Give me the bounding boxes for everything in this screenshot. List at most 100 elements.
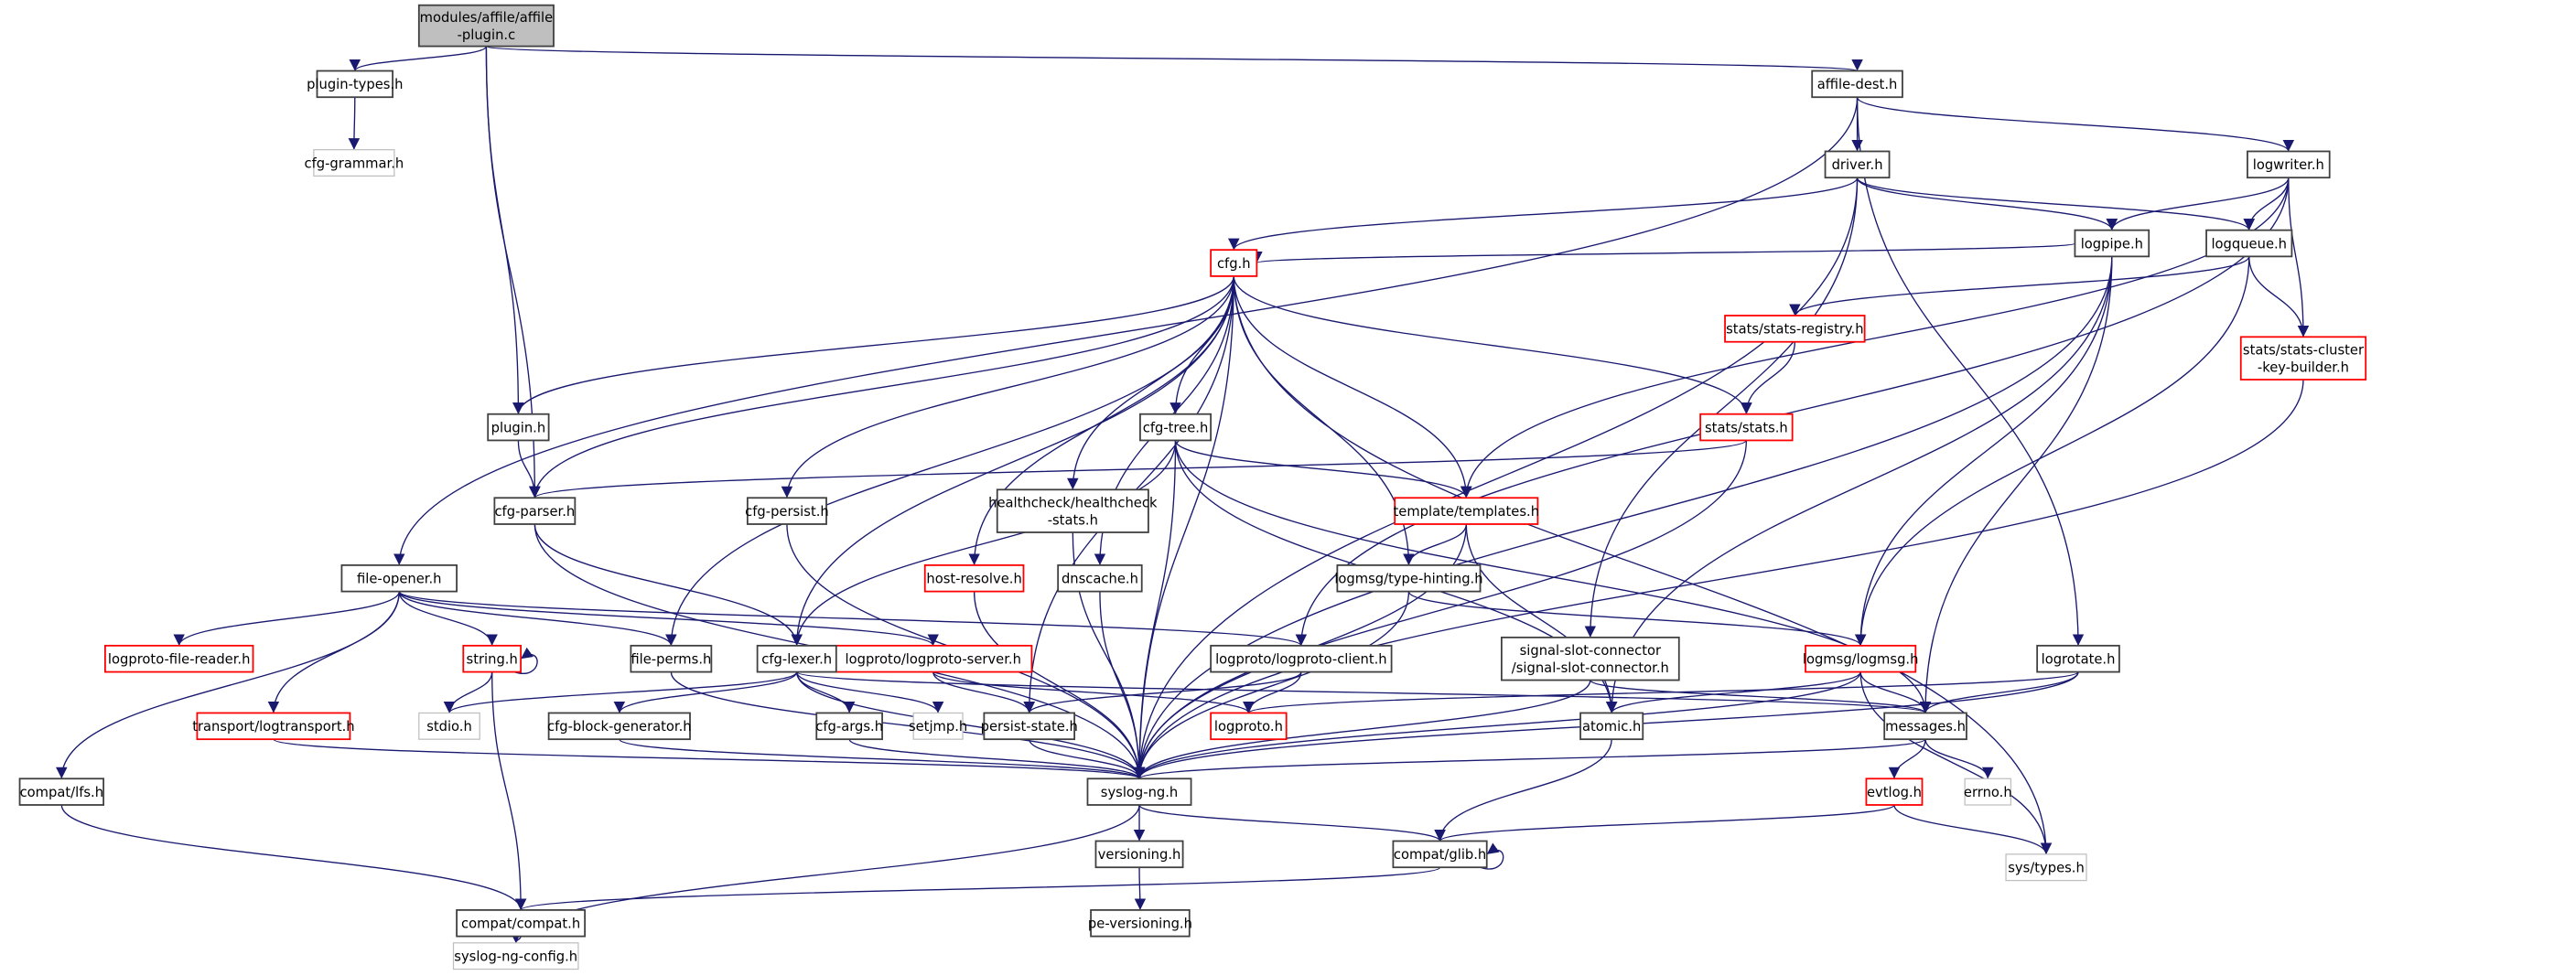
edge-file-perms-h-to-syslog-ng-h (670, 671, 1146, 779)
edge-logwriter-h-to-stats-cluster-key-builder-h (2288, 177, 2310, 338)
node-box (1805, 644, 1917, 673)
edge-cfg-args-h-to-syslog-ng-h (848, 738, 1146, 779)
edge-cfg-tree-h-to-templates-h (1174, 440, 1472, 499)
node-label: signal-slot-connector (1520, 643, 1662, 659)
node-label: pe-versioning.h (1088, 917, 1192, 932)
edge-syslog-ng-h-to-syslog-ng-config-h (510, 804, 1140, 943)
node-atomic-h[interactable]: atomic.h (1579, 712, 1644, 741)
node-cfg-block-generator-h[interactable]: cfg-block-generator.h (547, 712, 692, 741)
node-string-h[interactable]: string.h (462, 644, 523, 673)
node-syslog-ng-h[interactable]: syslog-ng.h (1086, 778, 1192, 806)
node-signal-slot-connector-h[interactable]: signal-slot-connector/signal-slot-connec… (1500, 636, 1680, 681)
edge-string-h-to-stdio-h (443, 671, 493, 713)
node-dnscache-h[interactable]: dnscache.h (1057, 563, 1143, 593)
node-affile-plugin-c[interactable]: modules/affile/affile-plugin.c (417, 4, 555, 48)
edge-templates-h-to-atomic-h (1465, 523, 1618, 713)
node-stats-cluster-key-builder-h[interactable]: stats/stats-cluster-key-builder.h (2239, 336, 2367, 381)
node-box (1210, 249, 1258, 277)
node-file-opener-h[interactable]: file-opener.h (340, 563, 458, 593)
node-logtransport-h[interactable]: transport/logtransport.h (192, 712, 355, 741)
node-messages-h[interactable]: messages.h (1883, 712, 1967, 741)
edge-file-opener-h-to-file-perms-h (398, 591, 677, 647)
node-label: cfg-persist.h (745, 504, 829, 520)
edge-cfg-h-to-file-perms-h (665, 275, 1234, 646)
node-persist-state-h[interactable]: persist-state.h (981, 712, 1078, 741)
node-logproto-client-h[interactable]: logproto/logproto-client.h (1210, 644, 1393, 673)
edge-plugin-types-h-to-cfg-grammar-h (348, 97, 361, 150)
node-logproto-server-h[interactable]: logproto/logproto-server.h (834, 644, 1033, 673)
edge-compat-lfs-h-to-compat-compat-h (60, 804, 527, 910)
edge-driver-h-to-logqueue-h (1856, 177, 2255, 231)
node-box (316, 70, 393, 99)
edge-file-opener-h-to-logproto-client-h (398, 591, 1307, 647)
edge-affile-dest-h-to-logwriter-h (1856, 96, 2294, 152)
edge-logpipe-h-to-logmsg-h (1854, 256, 2113, 646)
node-label: healthcheck/healthcheck (988, 496, 1158, 511)
node-logproto-file-reader-h[interactable]: logproto-file-reader.h (104, 644, 254, 673)
node-plugin-types-h[interactable]: plugin-types.h (307, 70, 403, 99)
edges-layer (56, 45, 2310, 943)
node-evtlog-h[interactable]: evtlog.h (1865, 778, 1924, 806)
node-label: syslog-ng-config.h (454, 949, 577, 965)
node-logrotate-h[interactable]: logrotate.h (2036, 644, 2120, 673)
node-logproto-h[interactable]: logproto.h (1210, 712, 1288, 741)
node-label: compat/compat.h (461, 917, 580, 932)
node-plugin-h[interactable]: plugin.h (487, 413, 550, 442)
node-host-resolve-h[interactable]: host-resolve.h (923, 563, 1025, 593)
node-logqueue-h[interactable]: logqueue.h (2205, 229, 2293, 258)
node-driver-h[interactable]: driver.h (1824, 150, 1891, 179)
node-sys-types-h: sys/types.h (2005, 853, 2087, 882)
node-cfg-tree-h[interactable]: cfg-tree.h (1139, 413, 1213, 442)
edge-affile-plugin-c-to-plugin-h (485, 46, 524, 414)
node-box (2239, 336, 2367, 381)
node-cfg-persist-h[interactable]: cfg-persist.h (745, 497, 829, 525)
node-file-perms-h[interactable]: file-perms.h (630, 644, 713, 673)
edge-logrotate-h-to-logproto-h (1243, 670, 2079, 714)
node-setjmp-h: setjmp.h (909, 712, 967, 740)
edge-logmsg-h-to-syslog-ng-h (1133, 671, 1861, 779)
node-healthcheck-stats-h[interactable]: healthcheck/healthcheck-stats.h (988, 488, 1158, 533)
node-versioning-h[interactable]: versioning.h (1094, 840, 1184, 869)
node-label: cfg-block-generator.h (547, 719, 692, 735)
edge-messages-h-to-errno-h (1924, 739, 1994, 779)
node-box (1500, 636, 1680, 681)
node-compat-compat-h[interactable]: compat/compat.h (456, 908, 587, 938)
edge-driver-h-to-syslog-ng-h (1133, 177, 1859, 779)
node-box (1057, 563, 1143, 593)
node-stats-registry-h[interactable]: stats/stats-registry.h (1724, 315, 1866, 343)
node-stats-h[interactable]: stats/stats.h (1699, 413, 1794, 442)
node-box (815, 712, 883, 741)
node-type-hinting-h[interactable]: logmsg/type-hinting.h (1334, 563, 1483, 593)
node-templates-h[interactable]: template/templates.h (1394, 497, 1540, 525)
node-label: logmsg/logmsg.h (1803, 652, 1919, 668)
node-box (313, 149, 395, 177)
node-label: stdio.h (426, 719, 472, 735)
node-cfg-h[interactable]: cfg.h (1210, 249, 1258, 277)
node-affile-dest-h[interactable]: affile-dest.h (1811, 70, 1903, 99)
node-label: logproto-file-reader.h (108, 652, 251, 668)
edge-signal-slot-connector-h-to-messages-h (1590, 679, 1932, 714)
node-label: atomic.h (1582, 719, 1641, 735)
node-label: template/templates.h (1394, 504, 1540, 520)
edge-atomic-h-to-compat-glib-h (1434, 739, 1612, 842)
node-box (1824, 150, 1891, 179)
node-box (340, 563, 458, 593)
node-box (462, 644, 523, 673)
edge-file-opener-h-to-string-h (398, 591, 498, 646)
node-pe-versioning-h[interactable]: pe-versioning.h (1088, 908, 1192, 938)
edge-cfg-lexer-h-to-cfg-block-generator-h (613, 671, 798, 713)
node-box (1865, 778, 1924, 806)
node-logmsg-h[interactable]: logmsg/logmsg.h (1803, 644, 1919, 673)
node-cfg-parser-h[interactable]: cfg-parser.h (493, 497, 577, 525)
node-cfg-lexer-h[interactable]: cfg-lexer.h (756, 644, 837, 673)
edge-cfg-h-to-cfg-persist-h (781, 275, 1234, 499)
node-label: logwriter.h (2253, 157, 2324, 173)
node-logpipe-h[interactable]: logpipe.h (2074, 229, 2150, 258)
node-label: modules/affile/affile (420, 10, 554, 26)
node-compat-lfs-h[interactable]: compat/lfs.h (18, 778, 105, 806)
node-cfg-args-h[interactable]: cfg-args.h (815, 712, 883, 741)
node-compat-glib-h[interactable]: compat/glib.h (1392, 840, 1488, 869)
node-logwriter-h[interactable]: logwriter.h (2247, 150, 2331, 179)
edge-cfg-lexer-h-to-syslog-ng-h (796, 671, 1146, 779)
node-box (1139, 413, 1213, 442)
